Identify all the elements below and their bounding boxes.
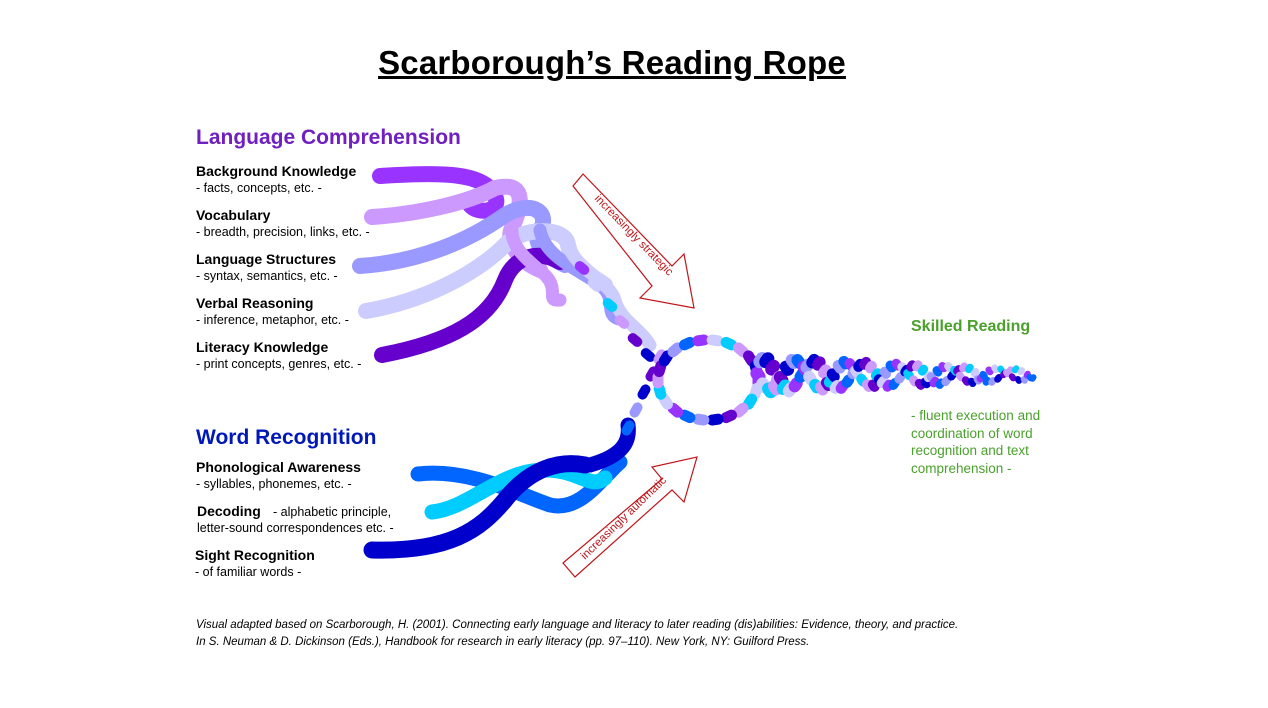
rope-segment-29 xyxy=(720,336,738,351)
rope-segment-124 xyxy=(1017,367,1026,376)
rope-segment-90 xyxy=(917,364,929,376)
rope-segment-106 xyxy=(964,363,974,374)
strand-literacy-knowledge xyxy=(374,247,568,363)
rope-segment-8 xyxy=(637,384,651,400)
rope-segment-108 xyxy=(970,368,980,378)
rope-segment-120 xyxy=(1006,366,1014,375)
rope-segment-4 xyxy=(627,333,643,347)
rope-segment-18 xyxy=(678,409,696,424)
strand-tail-lavender xyxy=(505,221,567,307)
strand-label-vocabulary: Vocabulary xyxy=(196,207,271,223)
arrow-strategic-outline xyxy=(572,173,695,309)
rope-segment-26 xyxy=(678,336,696,351)
arrows: increasingly strategic increasingly auto… xyxy=(562,173,698,578)
rope-segment-15 xyxy=(720,409,738,424)
strand-desc-decoding: - alphabetic principle, xyxy=(273,505,392,519)
strand-desc-background-knowledge: - facts, concepts, etc. - xyxy=(196,181,322,195)
rope-segment-16 xyxy=(706,413,724,426)
rope-segment-122 xyxy=(1011,365,1020,374)
arrow-strategic-label: increasingly strategic xyxy=(592,193,675,279)
strand-desc-decoding-line2: letter-sound correspondences etc. - xyxy=(197,521,394,535)
rope-segment-1 xyxy=(587,278,603,292)
strand-sight-recognition xyxy=(363,455,594,559)
rope-segment-28 xyxy=(706,334,724,347)
strand-label-language-structures: Language Structures xyxy=(196,251,337,267)
citation-line-1: Visual adapted based on Scarborough, H. … xyxy=(196,619,959,631)
rope-segment-0 xyxy=(574,261,590,275)
rope-segment-5 xyxy=(640,348,656,362)
citation-line-2: In S. Neuman & D. Dickinson (Eds.), Hand… xyxy=(196,635,810,648)
strand-desc-language-structures: - syntax, semantics, etc. - xyxy=(196,269,338,283)
rope-segment-6 xyxy=(621,420,635,436)
strand-desc-vocabulary: - breadth, precision, links, etc. - xyxy=(196,225,370,239)
language-comprehension-heading: Language Comprehension xyxy=(196,126,461,149)
strand-label-decoding: Decoding xyxy=(197,503,261,519)
rope-segment-128 xyxy=(1029,374,1037,382)
word-recognition-strands xyxy=(363,454,628,559)
strand-desc-phonological-awareness: - syllables, phonemes, etc. - xyxy=(196,477,352,491)
rope-segment-123 xyxy=(1014,376,1023,384)
braided-rope xyxy=(574,261,1037,436)
strand-label-verbal-reasoning: Verbal Reasoning xyxy=(196,295,314,311)
arrow-automatic-outline xyxy=(562,456,698,578)
word-recognition-heading: Word Recognition xyxy=(196,426,377,449)
skilled-reading-description: - fluent execution and coordination of w… xyxy=(911,408,1041,476)
strand-label-literacy-knowledge: Literacy Knowledge xyxy=(196,339,329,355)
strand-label-background-knowledge: Background Knowledge xyxy=(196,163,357,179)
strand-desc-verbal-reasoning: - inference, metaphor, etc. - xyxy=(196,313,349,327)
strand-desc-literacy-knowledge: - print concepts, genres, etc. - xyxy=(196,357,362,371)
rope-segment-2 xyxy=(602,298,618,312)
rope-segment-121 xyxy=(1008,373,1017,382)
strand-desc-sight-recognition: - of familiar words - xyxy=(195,565,302,579)
rope-segment-116 xyxy=(994,374,1003,383)
rope-segment-7 xyxy=(629,402,643,418)
rope-segment-27 xyxy=(692,334,710,347)
strand-label-sight-recognition: Sight Recognition xyxy=(195,547,315,563)
rope-segment-3 xyxy=(614,315,630,329)
citation: Visual adapted based on Scarborough, H. … xyxy=(196,617,958,650)
page-title: Scarborough’s Reading Rope xyxy=(378,44,846,81)
rope-segment-17 xyxy=(692,413,710,426)
strand-label-phonological-awareness: Phonological Awareness xyxy=(196,459,361,475)
rope-segment-115 xyxy=(991,364,1000,374)
skilled-reading-heading: Skilled Reading xyxy=(911,318,1031,335)
